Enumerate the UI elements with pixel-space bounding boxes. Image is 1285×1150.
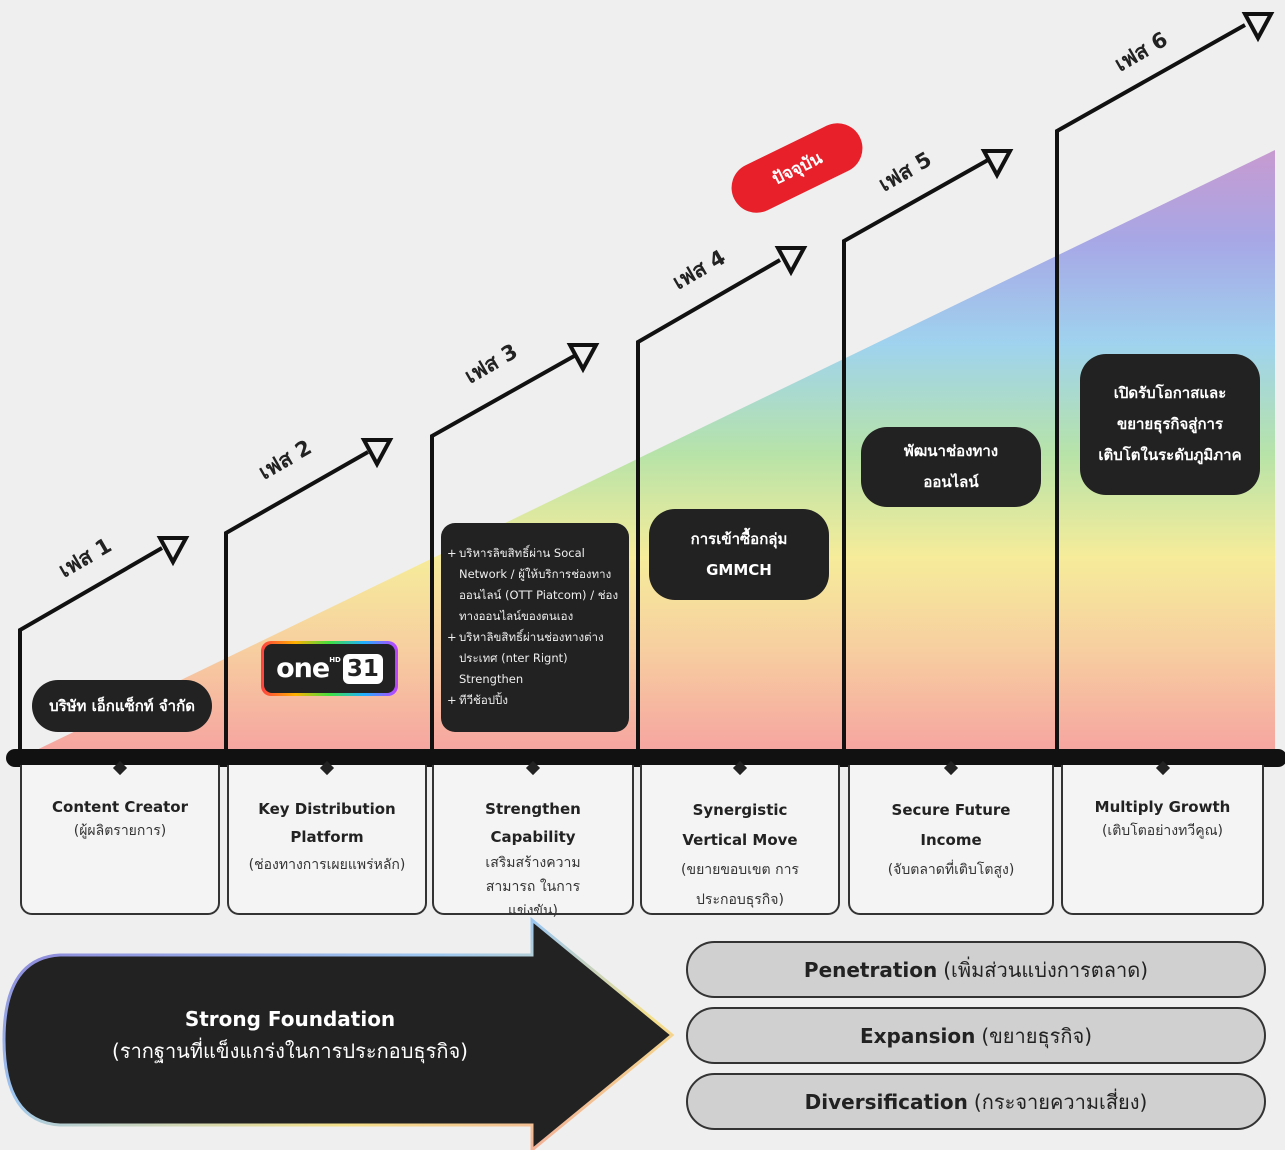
foundation-subtitle: (รากฐานที่แข็งแกร่งในการประกอบธุรกิจ) <box>112 1039 468 1063</box>
phase-label-2: เฟส 2 <box>255 435 316 484</box>
strategy-desc: (กระจายความเสี่ยง) <box>973 1089 1148 1114</box>
phase5-pill-line: ออนไลน์ <box>923 473 979 491</box>
phase6-pill-line: เปิดรับโอกาสและ <box>1113 384 1227 402</box>
step-line-5 <box>842 158 989 758</box>
strategy-desc: (ขยายธุรกิจ) <box>981 1023 1093 1048</box>
phase-box-title: Multiply Growth <box>1094 798 1231 816</box>
phase-box-1: Content Creator (ผู้ผลิตรายการ) <box>20 760 220 915</box>
phase-box-subtitle: (ผู้ผลิตรายการ) <box>73 823 167 839</box>
phase5-pill-line: พัฒนาช่องทาง <box>903 442 999 460</box>
strategy-expansion: Expansion (ขยายธุรกิจ) <box>686 1007 1266 1064</box>
strategy-penetration: Penetration (เพิ่มส่วนแบ่งการตลาด) <box>686 941 1266 998</box>
one31-logo: one HD 31 <box>261 641 398 696</box>
arrow-head-4 <box>774 246 808 277</box>
phase-box-3: Strengthen Capability เสริมสร้างความสามา… <box>432 760 634 919</box>
arrow-head-6 <box>1241 12 1275 43</box>
strategy-desc: (เพิ่มส่วนแบ่งการตลาด) <box>943 957 1149 982</box>
strategy-name: Penetration <box>803 957 938 982</box>
step-lines <box>18 23 1246 758</box>
phase4-pill-line: GMMCH <box>706 560 772 579</box>
phase-label-6: เฟส 6 <box>1111 27 1172 76</box>
phase6-pill-line: ขยายธุรกิจสู่การ <box>1116 415 1224 433</box>
phase-box-subtitle: (ช่องทางการเผยแพร่หลัก) <box>248 857 406 873</box>
strategy-diversification: Diversification (กระจายความเสี่ยง) <box>686 1073 1266 1130</box>
arrow-head-1 <box>156 536 190 567</box>
phase3-detail-item: บริหาลิขสิทธิ์ผ่านช่องทางต่างประเทศ (nte… <box>447 627 623 690</box>
one31-logo-number: 31 <box>342 653 383 684</box>
step-line-6 <box>1055 23 1246 758</box>
phase-box-subtitle: (เติบโตอย่างทวีคูณ) <box>1101 823 1224 839</box>
step-line-3 <box>430 353 577 758</box>
phase-label-3: เฟส 3 <box>461 339 522 388</box>
strategy-name: Diversification <box>804 1089 968 1114</box>
phase4-pill-line: การเข้าซื้อกลุ่ม <box>690 529 788 548</box>
step-line-1 <box>18 546 164 758</box>
one31-logo-hd: HD <box>329 655 341 664</box>
phase-box-2: Key Distribution Platform (ช่องทางการเผย… <box>227 760 427 915</box>
phase-box-title: Content Creator <box>52 798 188 816</box>
phase6-pill: เปิดรับโอกาสและ ขยายธุรกิจสู่การ เติบโตใ… <box>1080 354 1260 495</box>
arrowheads <box>156 12 1275 567</box>
phase1-company-text: บริษัท เอ็กแซ็กท์ จำกัด <box>49 696 195 715</box>
phase-label-1: เฟส 1 <box>55 533 116 582</box>
foundation-title: Strong Foundation <box>184 1007 396 1031</box>
arrow-head-3 <box>566 343 600 374</box>
phase-box-title: Key Distribution Platform <box>258 800 396 846</box>
step-line-2 <box>224 450 369 758</box>
phase-box-title: Synergistic Vertical Move <box>682 801 798 849</box>
arrow-head-2 <box>360 438 394 469</box>
phase3-detail-item: บริหารลิขสิทธิ์ผ่าน Socal Network / ผู้ใ… <box>447 543 623 627</box>
phase1-company-pill: บริษัท เอ็กแซ็กท์ จำกัด <box>32 680 212 732</box>
phase-box-5: Secure Future Income (จับตลาดที่เติบโตสู… <box>848 760 1054 915</box>
phase3-detail-item: ทีวีช้อปปิ้ง <box>447 690 623 711</box>
phase-box-4: Synergistic Vertical Move (ขยายขอบเขต กา… <box>640 760 840 915</box>
foundation-arrow <box>2 916 675 1150</box>
one31-logo-text: one <box>276 653 330 684</box>
phase3-detail-box: บริหารลิขสิทธิ์ผ่าน Socal Network / ผู้ใ… <box>441 523 629 732</box>
phase-label-4: เฟส 4 <box>669 245 730 294</box>
phase-box-title: Strengthen Capability <box>485 800 581 846</box>
one31-logo-body: one HD 31 <box>264 644 395 693</box>
step-line-4 <box>636 258 782 758</box>
phase4-pill: การเข้าซื้อกลุ่ม GMMCH <box>649 509 829 600</box>
foundation-label: Strong Foundation (รากฐานที่แข็งแกร่งในก… <box>90 1003 490 1067</box>
arrow-head-5 <box>980 149 1014 180</box>
phase-box-subtitle: (จับตลาดที่เติบโตสูง) <box>887 862 1015 878</box>
strategy-name: Expansion <box>859 1023 976 1048</box>
growth-wedge <box>20 150 1275 758</box>
phase-box-subtitle: เสริมสร้างความสามารถ ในการแข่งขัน) <box>485 855 581 919</box>
phase-box-title: Secure Future Income <box>891 801 1011 849</box>
phase6-pill-line: เติบโตในระดับภูมิภาค <box>1098 446 1242 464</box>
phase-label-5: เฟส 5 <box>875 147 936 196</box>
phase5-pill: พัฒนาช่องทาง ออนไลน์ <box>861 427 1041 507</box>
phase-box-6: Multiply Growth (เติบโตอย่างทวีคูณ) <box>1061 760 1264 915</box>
phase-box-subtitle: (ขยายขอบเขต การประกอบธุรกิจ) <box>681 862 799 908</box>
